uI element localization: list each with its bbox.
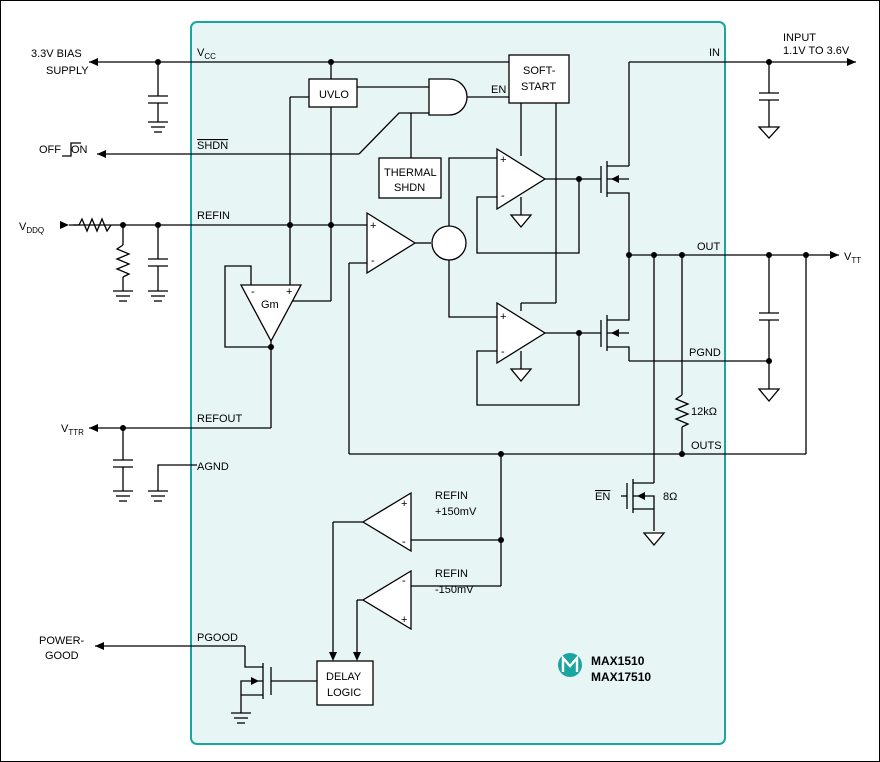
off-label: OFF <box>39 144 61 156</box>
uvlo-label: UVLO <box>319 89 349 101</box>
upper-comp-minus: - <box>402 536 406 548</box>
delay-label-2: LOGIC <box>327 687 361 699</box>
bias-supply-label: 3.3V BIAS <box>31 48 82 60</box>
lower-amp-plus: + <box>500 311 506 323</box>
thermal-shdn-block <box>378 157 442 199</box>
gm-minus: - <box>251 286 255 298</box>
r12k-label: 12kΩ <box>691 406 717 418</box>
lower-comparator <box>361 569 412 631</box>
thermal-label-2: SHDN <box>394 182 425 194</box>
upper-amp-minus: - <box>501 190 505 202</box>
upper-driver-amp <box>496 147 547 211</box>
soft-start-label: SOFT- <box>523 65 556 77</box>
on-label: ON <box>71 144 88 156</box>
upper-comparator <box>361 491 412 553</box>
power-good-label-2: GOOD <box>45 650 79 662</box>
maxim-logo-icon <box>558 653 582 677</box>
refout-net <box>89 424 271 502</box>
vttr-label: VTTR <box>61 423 84 437</box>
input-label: INPUT <box>783 32 816 44</box>
low-side-mosfet <box>600 253 630 361</box>
soft-start-label-2: START <box>521 81 556 93</box>
lower-amp-minus: - <box>501 346 505 358</box>
soft-start-block <box>508 54 570 104</box>
power-good-label: POWER- <box>39 635 85 647</box>
pgnd-label: PGND <box>689 347 721 359</box>
out-label: OUT <box>697 241 721 253</box>
lower-comp-minus: - <box>402 575 406 587</box>
thermal-label: THERMAL <box>384 167 437 179</box>
refin-minus-value: -150mV <box>435 584 474 596</box>
input-rail <box>628 58 856 166</box>
input-range-label: 1.1V TO 3.6V <box>783 45 850 57</box>
shdn-label: SHDN <box>197 140 228 152</box>
delay-label: DELAY <box>326 671 362 683</box>
agnd-label: AGND <box>197 461 229 473</box>
vcc-rail <box>89 58 509 133</box>
refin-label: REFIN <box>197 210 230 222</box>
lower-driver-amp <box>496 301 547 365</box>
refin-plus-value: +150mV <box>435 506 477 518</box>
vddq-label: VDDQ <box>19 221 44 235</box>
error-amplifier <box>366 211 417 275</box>
out-rail <box>626 251 839 454</box>
gm-plus: + <box>286 286 292 298</box>
uvlo-block <box>308 78 358 108</box>
and-gate <box>428 78 468 116</box>
upper-comp-plus: + <box>401 498 407 510</box>
pgood-label: PGOOD <box>197 632 238 644</box>
in-pin-label: IN <box>709 47 720 59</box>
part-number-2: MAX17510 <box>591 670 651 684</box>
gm-amplifier <box>239 284 303 343</box>
summing-node <box>431 225 467 261</box>
gm-label: Gm <box>261 299 279 311</box>
discharge-mosfet <box>621 255 666 547</box>
vcc-label: VCC <box>197 47 216 61</box>
bias-supply-label-2: SUPPLY <box>46 65 89 77</box>
en-label: EN <box>491 84 506 96</box>
chip-body <box>190 21 726 745</box>
high-side-mosfet <box>600 161 630 253</box>
ea-minus: - <box>371 255 375 267</box>
refin-plus-label: REFIN <box>435 490 468 502</box>
lower-comp-plus: + <box>401 614 407 626</box>
pgood-mosfet <box>95 642 272 724</box>
ea-plus: + <box>370 220 376 232</box>
refout-label: REFOUT <box>197 413 243 425</box>
vtt-label: VTT <box>844 251 861 265</box>
shdn-line <box>62 112 429 158</box>
delay-logic-block <box>316 660 374 706</box>
part-number-1: MAX1510 <box>591 654 645 668</box>
en-bar-label: EN <box>595 491 610 503</box>
refin-net <box>60 217 367 302</box>
upper-amp-plus: + <box>500 154 506 166</box>
refin-minus-label: REFIN <box>435 568 468 580</box>
outs-label: OUTS <box>691 440 722 452</box>
r8-label: 8Ω <box>663 491 677 503</box>
